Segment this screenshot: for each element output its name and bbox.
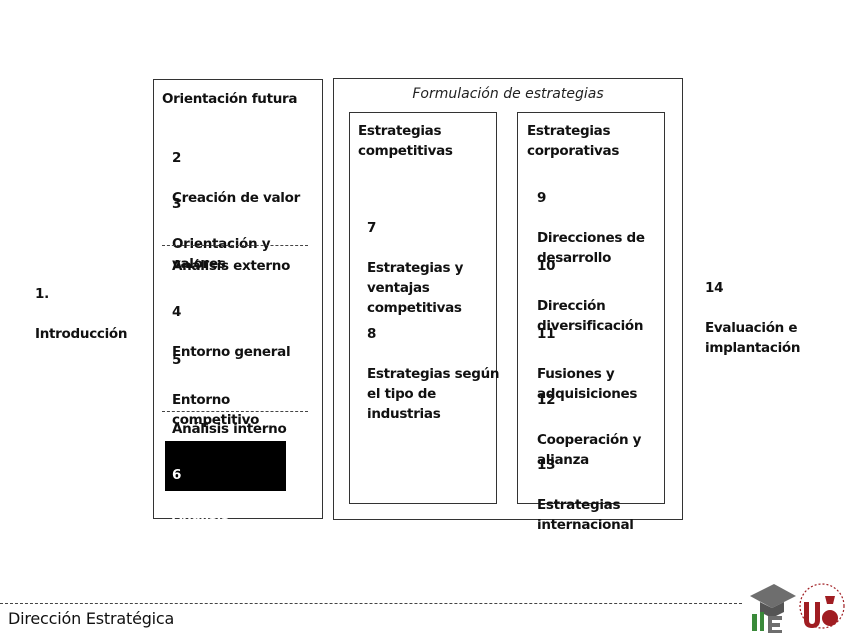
- item-number: 11: [537, 326, 556, 342]
- evaluation-number: 14: [705, 280, 724, 296]
- item-11: 11 Fusiones y adquisiciones: [537, 304, 637, 424]
- item-label: Creación de valor: [172, 190, 300, 206]
- item-2: 2 Creación de valor: [172, 128, 300, 228]
- competitive-header: Estrategias competitivas: [358, 123, 453, 159]
- footer-divider: [0, 603, 742, 604]
- item-number: 8: [367, 326, 377, 342]
- item-number: 6: [172, 467, 182, 483]
- item-number: 12: [537, 392, 556, 408]
- item-number: 5: [172, 352, 182, 368]
- item-3: 3 Orientación y valores: [172, 174, 271, 294]
- divider-internal: [162, 411, 308, 412]
- competitive-box: [349, 112, 497, 504]
- item-9: 9 Direcciones de desarrollo: [537, 168, 645, 288]
- item-label: Orientación y valores: [172, 236, 271, 272]
- item-label: Estrategias según el tipo de industrias: [367, 366, 500, 422]
- orientation-header: Orientación futura: [162, 91, 298, 107]
- item-label: Entorno competitivo: [172, 392, 260, 428]
- intro-label: Introducción: [35, 326, 128, 342]
- divider-external: [162, 245, 308, 246]
- item-number: 3: [172, 196, 182, 212]
- university-logo-icon: [750, 583, 845, 633]
- item-number: 9: [537, 190, 547, 206]
- item-10: 10 Dirección diversificación: [537, 236, 644, 356]
- item-6-highlight: 6 Análisis interno: [165, 441, 286, 543]
- intro-number: 1.: [35, 286, 49, 302]
- intro-node: 1. Introducción: [35, 264, 128, 364]
- corporate-header: Estrategias corporativas: [527, 123, 620, 159]
- internal-header: Análisis interno: [172, 421, 287, 437]
- evaluation-node: 14 Evaluación e implantación: [705, 258, 800, 378]
- item-label: Estrategias internacional: [537, 497, 634, 533]
- item-label: Entorno general: [172, 344, 291, 360]
- item-12: 12 Cooperación y alianza: [537, 370, 641, 490]
- corporate-box: [517, 112, 665, 504]
- item-5: 5 Entorno competitivo: [172, 330, 259, 450]
- item-7: 7 Estrategias y ventajas competitivas: [367, 198, 463, 338]
- formulation-title: Formulación de estrategias: [412, 86, 604, 102]
- item-label: Análisis interno: [172, 507, 229, 543]
- external-header: Análisis externo: [172, 258, 291, 274]
- item-4: 4 Entorno general: [172, 282, 291, 382]
- item-label: Estrategias y ventajas competitivas: [367, 260, 464, 316]
- footer-title: Dirección Estratégica: [8, 609, 175, 628]
- item-13: 13 Estrategias internacional: [537, 435, 634, 555]
- item-label: Fusiones y adquisiciones: [537, 366, 638, 402]
- item-number: 13: [537, 457, 556, 473]
- item-number: 4: [172, 304, 182, 320]
- item-number: 2: [172, 150, 182, 166]
- evaluation-label: Evaluación e implantación: [705, 320, 801, 356]
- item-label: Cooperación y alianza: [537, 432, 642, 468]
- item-8: 8 Estrategias según el tipo de industria…: [367, 304, 500, 444]
- item-label: Direcciones de desarrollo: [537, 230, 645, 266]
- item-label: Dirección diversificación: [537, 298, 644, 334]
- item-number: 10: [537, 258, 556, 274]
- item-number: 7: [367, 220, 377, 236]
